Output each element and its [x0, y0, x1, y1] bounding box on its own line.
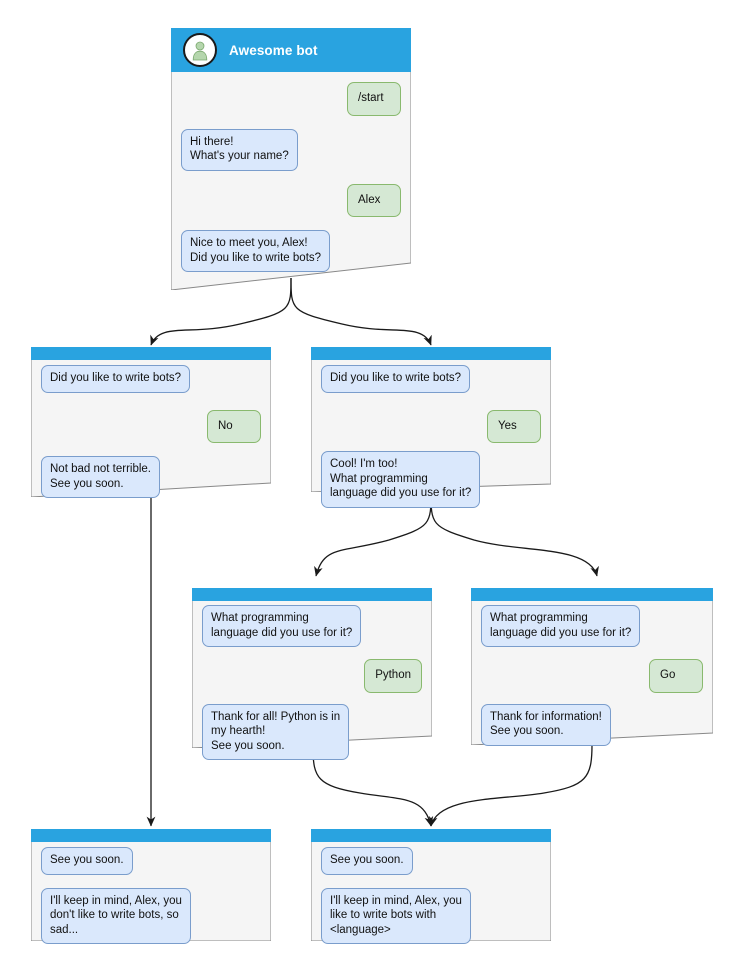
chat-header: [311, 347, 551, 360]
chat-node-lang-go[interactable]: What programming language did you use fo…: [471, 588, 713, 746]
message-row: Did you like to write bots?: [321, 365, 541, 393]
message-row: Yes: [321, 409, 541, 443]
message-list: Did you like to write bots? No Not bad n…: [31, 360, 271, 517]
message-row: Cool! I'm too! What programming language…: [321, 451, 541, 508]
message-row: Python: [202, 659, 422, 693]
message-row: What programming language did you use fo…: [481, 605, 703, 647]
message-row: Go: [481, 659, 703, 693]
message-list: What programming language did you use fo…: [471, 601, 713, 765]
user-message-bubble: Go: [649, 659, 703, 693]
message-row: Nice to meet you, Alex! Did you like to …: [181, 230, 401, 272]
chat-node-end-no[interactable]: See you soon. I'll keep in mind, Alex, y…: [31, 829, 271, 944]
bot-message-bubble: I'll keep in mind, Alex, you don't like …: [41, 887, 191, 944]
message-row: I'll keep in mind, Alex, you like to wri…: [321, 887, 541, 944]
chat-node-answer-no[interactable]: Did you like to write bots? No Not bad n…: [31, 347, 271, 498]
chat-header: [311, 829, 551, 842]
node-content: What programming language did you use fo…: [471, 588, 713, 765]
chat-header: Awesome bot: [171, 28, 411, 72]
chat-node-start[interactable]: Awesome bot /start Hi there! What's your…: [171, 28, 411, 290]
chat-node-lang-python[interactable]: What programming language did you use fo…: [192, 588, 432, 760]
chat-node-answer-yes[interactable]: Did you like to write bots? Yes Cool! I'…: [311, 347, 551, 508]
user-message-bubble: Yes: [487, 409, 541, 443]
user-message-bubble: No: [207, 409, 261, 443]
message-row: Thank for all! Python is in my hearth! S…: [202, 703, 422, 760]
user-message-bubble: Alex: [347, 183, 401, 217]
node-content: Did you like to write bots? No Not bad n…: [31, 347, 271, 517]
message-row: Did you like to write bots?: [41, 365, 261, 393]
message-row: Thank for information! See you soon.: [481, 703, 703, 746]
node-content: Awesome bot /start Hi there! What's your…: [171, 28, 411, 291]
message-row: Hi there! What's your name?: [181, 128, 401, 171]
user-message-bubble: /start: [347, 82, 401, 116]
bot-message-bubble: Thank for all! Python is in my hearth! S…: [202, 703, 350, 760]
message-row: Not bad not terrible. See you soon.: [41, 456, 261, 498]
message-row: I'll keep in mind, Alex, you don't like …: [41, 887, 261, 944]
bot-message-bubble: Did you like to write bots?: [41, 365, 191, 393]
bot-message-bubble: What programming language did you use fo…: [481, 605, 641, 647]
message-list: What programming language did you use fo…: [192, 601, 432, 779]
message-list: See you soon. I'll keep in mind, Alex, y…: [311, 842, 551, 963]
message-row: See you soon.: [41, 847, 261, 875]
chat-header: [471, 588, 713, 601]
bot-message-bubble: Thank for information! See you soon.: [481, 703, 611, 746]
message-row: See you soon.: [321, 847, 541, 875]
bot-message-bubble: See you soon.: [321, 847, 413, 875]
bot-message-bubble: I'll keep in mind, Alex, you like to wri…: [321, 887, 471, 944]
message-list: /start Hi there! What's your name? Alex …: [171, 72, 411, 291]
node-content: See you soon. I'll keep in mind, Alex, y…: [31, 829, 271, 963]
chat-title: Awesome bot: [229, 42, 318, 58]
message-list: See you soon. I'll keep in mind, Alex, y…: [31, 842, 271, 963]
message-row: What programming language did you use fo…: [202, 605, 422, 647]
bot-message-bubble: Nice to meet you, Alex! Did you like to …: [181, 230, 331, 272]
bot-message-bubble: Cool! I'm too! What programming language…: [321, 451, 481, 508]
user-message-bubble: Python: [364, 659, 422, 693]
chat-header: [31, 347, 271, 360]
chat-node-end-yes[interactable]: See you soon. I'll keep in mind, Alex, y…: [311, 829, 551, 944]
message-list: Did you like to write bots? Yes Cool! I'…: [311, 360, 551, 527]
node-content: Did you like to write bots? Yes Cool! I'…: [311, 347, 551, 527]
chat-header: [192, 588, 432, 601]
bot-message-bubble: What programming language did you use fo…: [202, 605, 362, 647]
message-row: Alex: [181, 183, 401, 217]
node-content: What programming language did you use fo…: [192, 588, 432, 779]
bot-message-bubble: Not bad not terrible. See you soon.: [41, 456, 161, 498]
user-avatar-icon: [183, 33, 217, 67]
bot-message-bubble: Did you like to write bots?: [321, 365, 471, 393]
chat-header: [31, 829, 271, 842]
bot-message-bubble: See you soon.: [41, 847, 133, 875]
bot-message-bubble: Hi there! What's your name?: [181, 128, 298, 171]
message-row: No: [41, 409, 261, 443]
node-content: See you soon. I'll keep in mind, Alex, y…: [311, 829, 551, 963]
message-row: /start: [181, 82, 401, 116]
